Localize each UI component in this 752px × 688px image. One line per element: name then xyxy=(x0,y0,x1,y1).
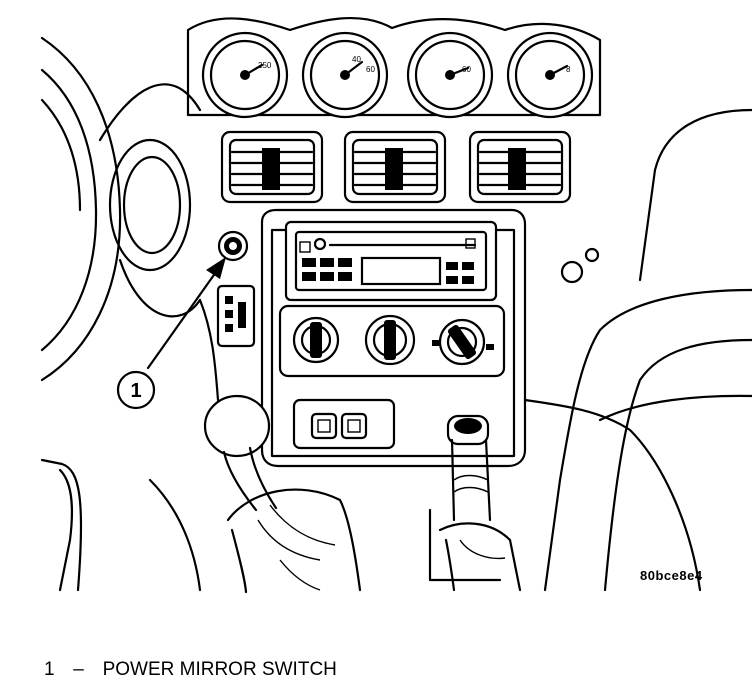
air-vent-right xyxy=(468,130,572,204)
instrument-cluster: 250 40 60 60 8 xyxy=(186,17,602,119)
gauge-temperature: 60 xyxy=(406,31,494,119)
radio-unit xyxy=(284,220,498,302)
console-side-left xyxy=(40,298,220,592)
air-vent-left xyxy=(220,130,324,204)
dashboard-illustration: 250 40 60 60 8 xyxy=(40,17,752,594)
seat-right xyxy=(523,288,752,592)
window-switch-bezel xyxy=(292,398,396,450)
climate-controls xyxy=(278,304,506,378)
legend-item: 1 – POWER MIRROR SWITCH xyxy=(44,659,337,681)
fan-speed-knob xyxy=(292,316,340,364)
gauge-label-tach-a: 40 xyxy=(352,55,361,64)
steering-wheel xyxy=(40,36,202,382)
gauge-label-speed: 250 xyxy=(258,61,272,70)
gauge-fuel: 8 xyxy=(506,31,594,119)
legend-item-label: POWER MIRROR SWITCH xyxy=(102,659,337,680)
legend-item-number: 1 xyxy=(44,659,55,680)
gauge-label-tach-b: 60 xyxy=(366,65,375,74)
callout-number: 1 xyxy=(130,380,141,402)
gauge-label-fuel: 8 xyxy=(566,65,571,74)
callout-1: 1 xyxy=(116,370,156,410)
dash-switch-panel xyxy=(216,284,256,348)
temperature-knob xyxy=(364,314,416,366)
door-trim-right xyxy=(560,108,752,284)
leader-arrow xyxy=(146,257,226,370)
figure-code: 80bce8e4 xyxy=(640,568,703,583)
power-mirror-switch xyxy=(217,230,249,262)
parking-brake-handle xyxy=(428,414,522,592)
gauge-speedometer: 250 xyxy=(201,31,289,119)
gauge-label-temp: 60 xyxy=(462,65,471,74)
gauge-tachometer: 40 60 xyxy=(301,31,389,119)
legend-item-dash: – xyxy=(73,659,84,680)
air-vent-center xyxy=(343,130,447,204)
mode-knob xyxy=(432,318,494,366)
legend: 1 – POWER MIRROR SWITCH xyxy=(44,659,337,681)
gear-shifter xyxy=(203,394,362,594)
